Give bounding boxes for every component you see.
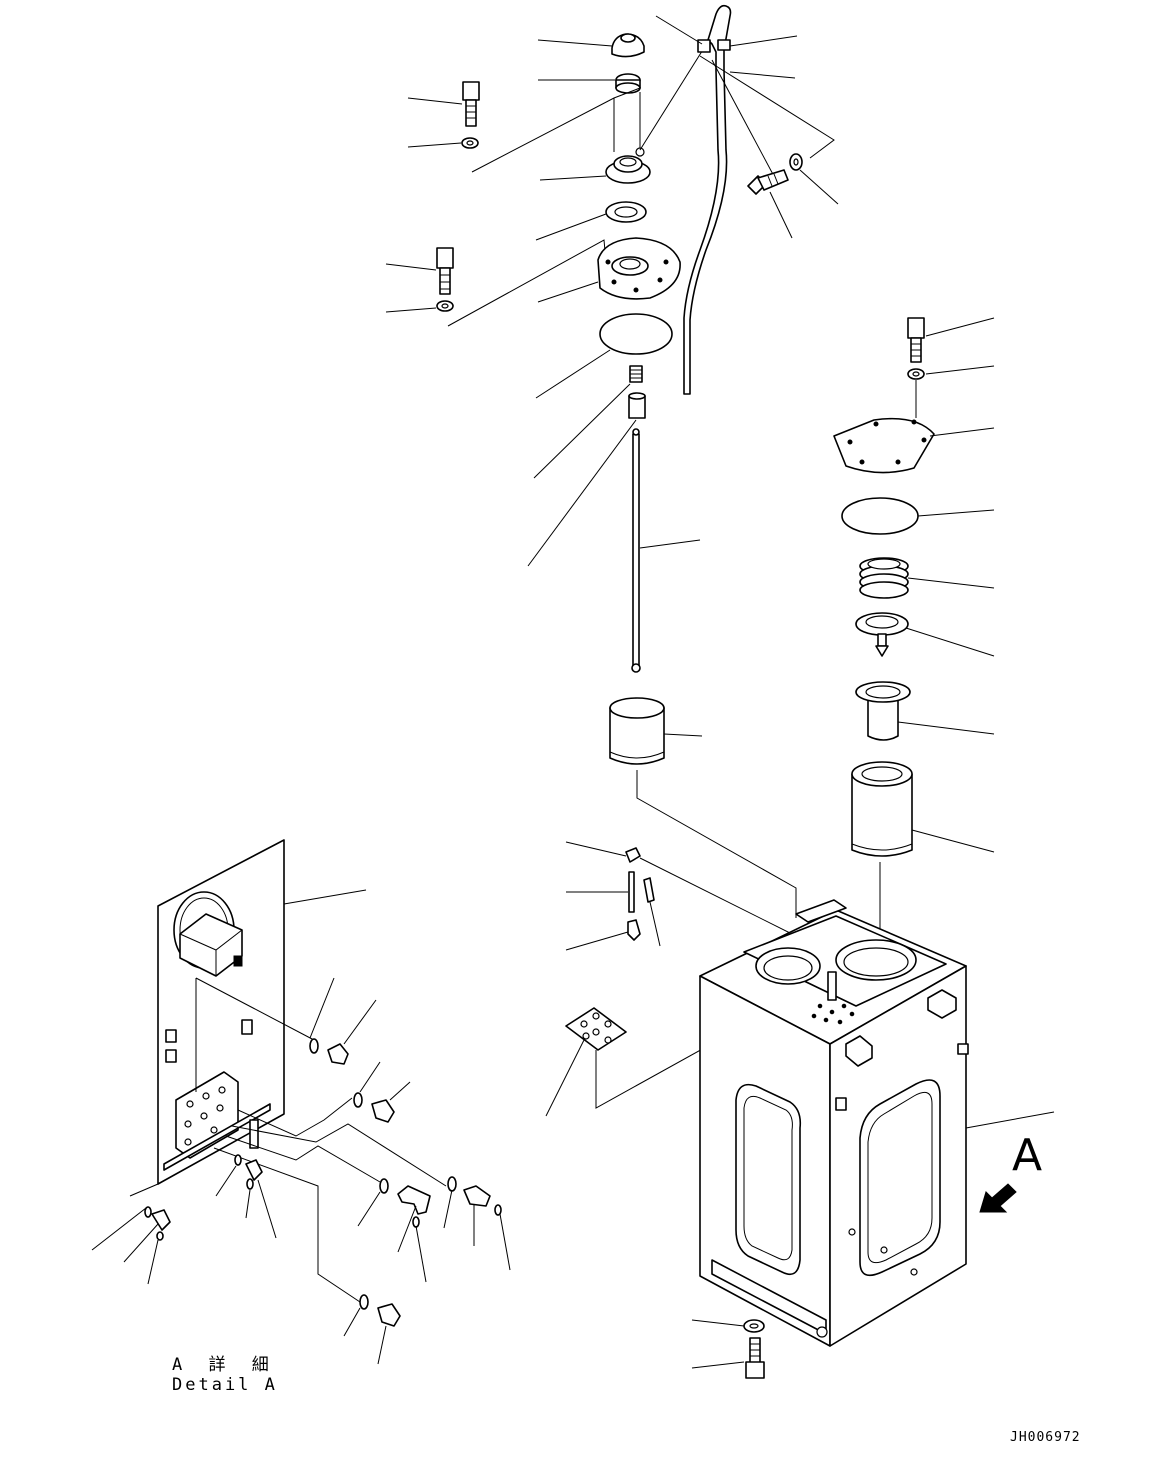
assembly-line-2 [447,239,607,327]
assembly-line-3 [636,770,797,918]
detail-line-6 [213,1147,361,1303]
detail-line-3 [237,1097,353,1137]
oring-4 [245,1178,254,1219]
union-9 [463,1185,491,1246]
bolt-upper-left [407,81,480,127]
oring-7 [357,1178,389,1227]
oring-6 [147,1231,164,1285]
assembly-line-4 [699,55,835,159]
valve-right [855,612,995,657]
fitting-5 [123,1209,171,1263]
detail-line-2 [195,977,315,1041]
detail-line-5 [225,1135,381,1183]
oring-9 [443,1176,457,1229]
detail-a-label-en: Detail A [172,1375,278,1395]
sight-tube [566,871,635,913]
oring-10 [494,1204,511,1271]
cap-ring [538,73,641,94]
spring [533,365,643,479]
gasket-ring [535,201,647,241]
bolt-tank-bottom [691,1337,765,1379]
washer-right [907,365,995,380]
filler-pipe [683,4,798,395]
elbow-7 [397,1185,431,1253]
detail-a-panel [157,839,367,1185]
cover-plate [537,237,681,303]
oring-8 [412,1216,427,1283]
filter-element-large [851,761,995,857]
detail-line-4 [231,1123,447,1187]
drawing-code: JH006972 [1010,1430,1081,1445]
clamp-upper [655,15,711,53]
filter-element-small [609,697,703,765]
strainer-plate [545,1007,627,1117]
bolt-pipe [747,169,793,239]
label-strip [643,877,661,947]
detail-a-label-jp: A 詳 細 [172,1355,277,1375]
oring-11 [343,1294,369,1337]
seal-disc-right [841,497,995,535]
view-a-letter: A [1012,1130,1043,1181]
nut-hex [527,392,646,567]
filter-cover-right [833,417,995,474]
plug-2 [371,1081,411,1123]
strainer-disc [535,313,673,399]
rod [631,428,701,673]
elbow-fitting [565,841,641,863]
washer-upper-left [407,137,479,149]
assembly-line-1 [471,87,641,173]
breather-cap [537,33,645,58]
fitting-3 [245,1159,277,1239]
washer-pipe [789,153,839,205]
washer-mid-left [385,300,454,313]
breather-flange [539,147,651,184]
oring-2 [353,1061,381,1108]
detail-line-7 [129,1183,159,1197]
case-right [855,681,995,741]
plug-11 [377,1303,401,1365]
bolt-right [907,317,995,363]
hydraulic-tank [699,899,1055,1347]
oring-1 [309,977,335,1054]
elbow-fitting-lower [565,919,641,951]
spring-right [859,557,995,599]
oring-3 [215,1154,242,1197]
oring-5 [91,1206,152,1251]
bolt-mid-left [385,247,454,295]
view-arrow-a [979,1183,1017,1213]
washer-tank-bottom [691,1319,765,1333]
plug-1 [327,999,377,1065]
